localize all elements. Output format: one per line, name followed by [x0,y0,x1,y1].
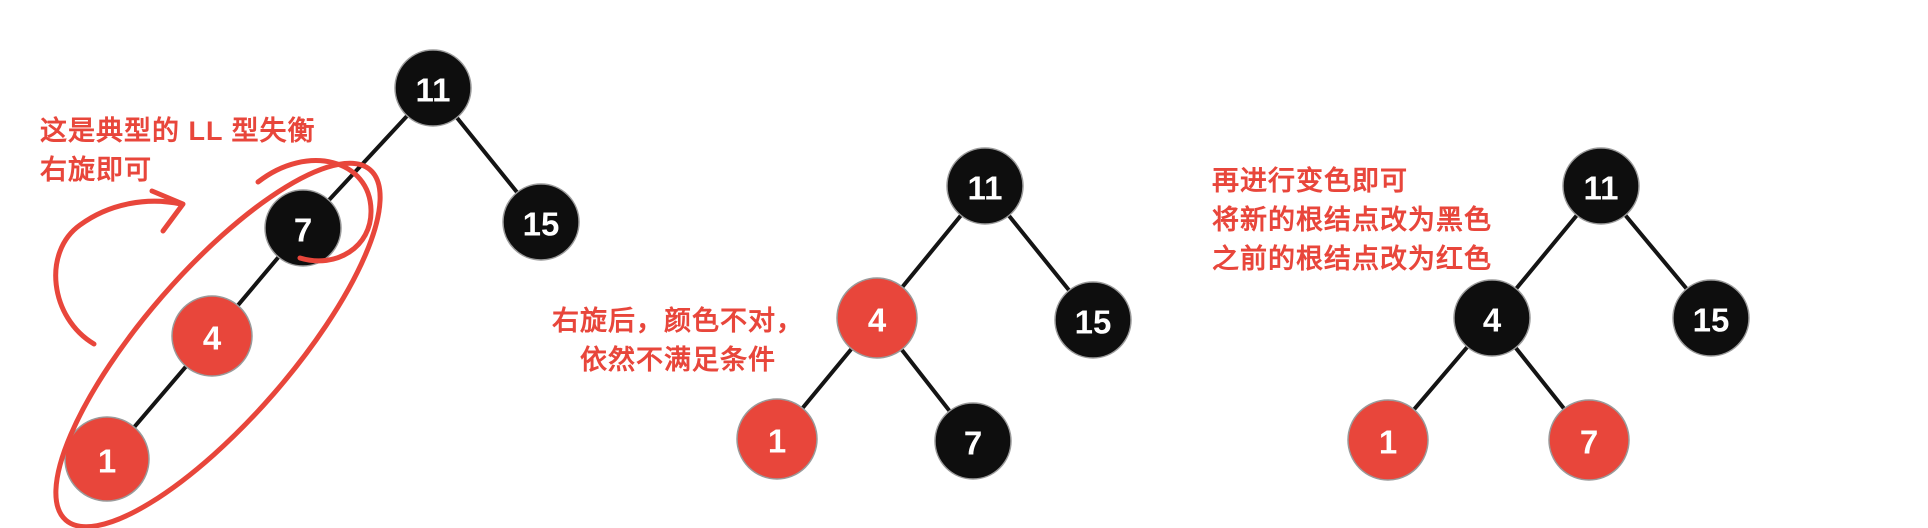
tree2-node-11 [946,147,1024,225]
tree1-node-7 [264,189,342,267]
annotation-line: 右旋后，颜色不对， [552,306,804,336]
hand-drawn-loop [53,160,383,528]
tree1-node-15-label: 15 [523,206,560,243]
annotation-line: 再进行变色即可 [1212,166,1408,196]
tree3-node-1 [1347,399,1429,481]
annotation-line: 右旋即可 [40,155,152,185]
hand-drawn-loop-overlap [255,158,374,264]
tree3-node-15 [1672,279,1750,357]
tree2-node-1-label: 1 [768,423,786,460]
tree3-node-11 [1562,147,1640,225]
tree1-node-11 [394,49,472,127]
tree1-node-4-label: 4 [203,320,222,357]
tree2-node-11-label: 11 [968,170,1003,207]
tree2-node-4-label: 4 [868,302,887,339]
tree1-node-11-label: 11 [416,72,451,109]
tree-after-rotation: 11 4 15 1 7 [736,147,1132,480]
tree1-node-7-label: 7 [294,212,312,249]
tree3-node-15-label: 15 [1693,302,1730,339]
tree2-node-7 [934,402,1012,480]
tree2-node-7-label: 7 [964,425,982,462]
annotation-ll-imbalance: 这是典型的 LL 型失衡 右旋即可 [40,112,316,190]
tree2-node-4 [836,277,918,359]
hand-drawn-arrowhead [149,188,186,234]
annotation-line: 之前的根结点改为红色 [1212,244,1492,274]
tree3-node-11-label: 11 [1584,170,1619,207]
annotation-after-rotation: 右旋后，颜色不对， 依然不满足条件 [552,302,804,380]
tree3-node-7 [1548,399,1630,481]
tree2-node-15-label: 15 [1075,304,1112,341]
tree3-node-7-label: 7 [1580,424,1598,461]
tree1-node-1-label: 1 [98,443,116,480]
annotation-line: 这是典型的 LL 型失衡 [40,116,316,146]
tree1-node-15 [502,183,580,261]
tree3-node-4-label: 4 [1483,302,1502,339]
tree1-node-4 [171,295,253,377]
tree3-node-4 [1453,279,1531,357]
hand-drawn-arrow [53,198,184,347]
annotation-line: 依然不满足条件 [580,345,776,375]
tree2-node-15 [1054,281,1132,359]
annotation-recolor: 再进行变色即可 将新的根结点改为黑色 之前的根结点改为红色 [1212,162,1492,279]
tree1-node-1 [64,416,150,502]
tree-before-rotation: 11 7 15 4 1 [53,49,580,528]
tree2-node-1 [736,398,818,480]
annotation-line: 将新的根结点改为黑色 [1212,205,1492,235]
tree-after-recolor: 11 4 15 1 7 [1347,147,1750,481]
tree3-node-1-label: 1 [1379,424,1397,461]
